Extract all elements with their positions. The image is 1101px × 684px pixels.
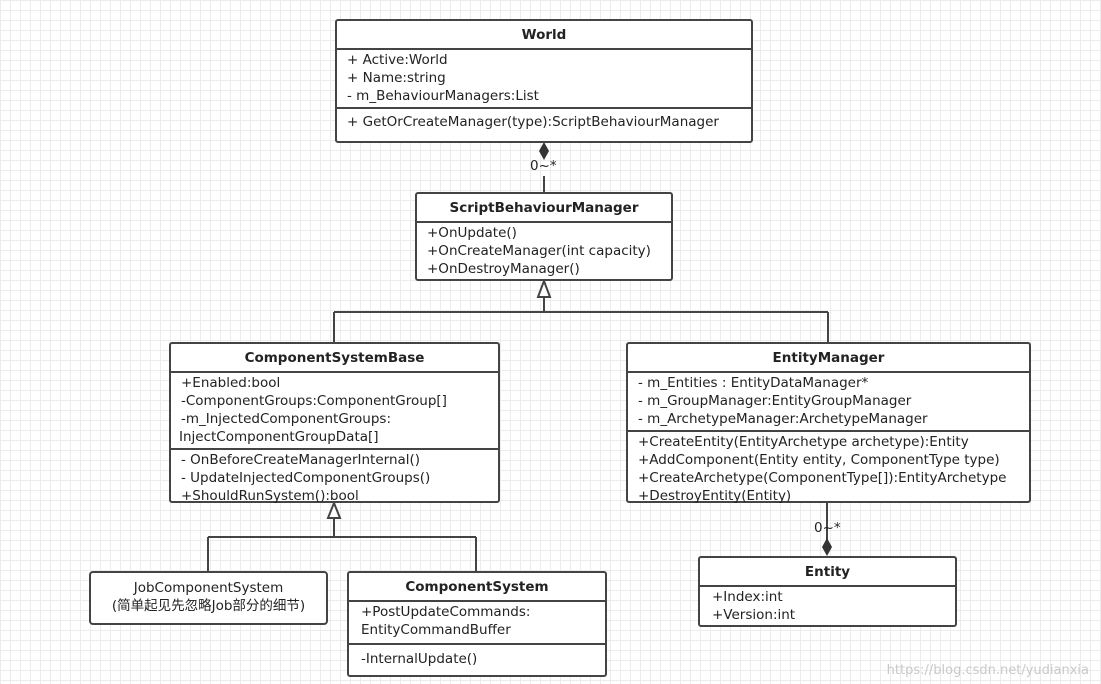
attribute: +Version:int xyxy=(712,607,796,623)
multiplicity-label: 0~* xyxy=(530,158,557,174)
component-system-base-class[interactable]: ComponentSystemBase +Enabled:bool -Compo… xyxy=(169,342,500,504)
entity-class[interactable]: Entity +Index:int +Version:int xyxy=(698,556,957,627)
method: + GetOrCreateManager(type):ScriptBehavio… xyxy=(347,114,719,130)
attribute: - m_BehaviourManagers:List xyxy=(347,88,539,104)
class-name: EntityManager xyxy=(772,350,885,366)
composition-diamond-entity xyxy=(822,538,832,556)
method: +ShouldRunSystem():bool xyxy=(181,488,359,504)
methods-section: +CreateEntity(EntityArchetype archetype)… xyxy=(628,430,1029,507)
method: +AddComponent(Entity entity, ComponentTy… xyxy=(638,452,1000,468)
attribute: +Index:int xyxy=(712,589,783,605)
attribute: + Name:string xyxy=(347,70,446,86)
entity-manager-class[interactable]: EntityManager - m_Entities : EntityDataM… xyxy=(626,342,1031,504)
method: +OnDestroyManager() xyxy=(427,261,580,277)
attribute: + Active:World xyxy=(347,52,448,68)
script-behaviour-manager-class[interactable]: ScriptBehaviourManager +OnUpdate() +OnCr… xyxy=(415,192,673,281)
class-name: Entity xyxy=(804,564,851,580)
attribute: - m_ArchetypeManager:ArchetypeManager xyxy=(638,411,928,427)
attribute: - m_Entities : EntityDataManager* xyxy=(638,375,869,391)
attributes-section: + Active:World + Name:string - m_Behavio… xyxy=(337,48,751,107)
method: +CreateArchetype(ComponentType[]):Entity… xyxy=(638,470,1007,486)
methods-section: +OnUpdate() +OnCreateManager(int capacit… xyxy=(417,221,671,280)
class-name: JobComponentSystem xyxy=(133,580,284,596)
attribute: InjectComponentGroupData[] xyxy=(179,429,379,445)
generalization-arrow-sbm xyxy=(536,278,552,298)
methods-section: + GetOrCreateManager(type):ScriptBehavio… xyxy=(337,107,751,133)
job-component-system-class[interactable]: JobComponentSystem (简单起见先忽略Job部分的细节) xyxy=(89,571,328,625)
attributes-section: +PostUpdateCommands: EntityCommandBuffer xyxy=(349,600,605,643)
attribute: - m_GroupManager:EntityGroupManager xyxy=(638,393,912,409)
method: +OnCreateManager(int capacity) xyxy=(427,243,651,259)
methods-section: -InternalUpdate() xyxy=(349,643,605,670)
class-name: World xyxy=(521,27,567,43)
world-class[interactable]: World + Active:World + Name:string - m_B… xyxy=(335,19,753,143)
attribute: +PostUpdateCommands: xyxy=(361,604,531,620)
generalization-arrow-csbase xyxy=(326,500,342,519)
attributes-section: - m_Entities : EntityDataManager* - m_Gr… xyxy=(628,371,1029,430)
class-name: ScriptBehaviourManager xyxy=(449,200,639,216)
composition-diamond-world xyxy=(539,142,549,160)
method: +OnUpdate() xyxy=(427,225,517,241)
attribute: +Enabled:bool xyxy=(181,375,281,391)
class-name: ComponentSystem xyxy=(405,579,549,595)
attributes-section: +Enabled:bool -ComponentGroups:Component… xyxy=(171,371,498,448)
methods-section: - OnBeforeCreateManagerInternal() - Upda… xyxy=(171,448,498,507)
method: - UpdateInjectedComponentGroups() xyxy=(181,470,431,486)
attribute: -m_InjectedComponentGroups: xyxy=(181,411,392,427)
class-name: ComponentSystemBase xyxy=(244,350,425,366)
attribute: EntityCommandBuffer xyxy=(361,622,511,638)
watermark: https://blog.csdn.net/yudianxia xyxy=(886,663,1089,678)
attribute: -ComponentGroups:ComponentGroup[] xyxy=(181,393,447,409)
attributes-section: +Index:int +Version:int xyxy=(700,585,955,626)
method: +DestroyEntity(Entity) xyxy=(638,488,792,504)
method: +CreateEntity(EntityArchetype archetype)… xyxy=(638,434,969,450)
multiplicity-label: 0~* xyxy=(814,520,841,536)
component-system-class[interactable]: ComponentSystem +PostUpdateCommands: Ent… xyxy=(347,571,607,677)
method: - OnBeforeCreateManagerInternal() xyxy=(181,452,421,468)
class-note: (简单起见先忽略Job部分的细节) xyxy=(111,598,306,614)
method: -InternalUpdate() xyxy=(361,651,478,667)
